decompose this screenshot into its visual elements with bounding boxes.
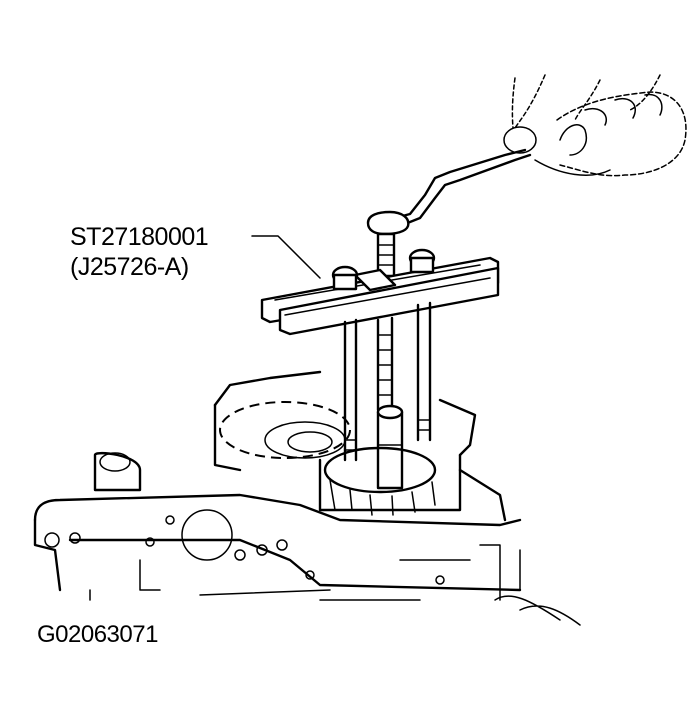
transmission-case-drawing — [33, 370, 581, 626]
hand-drawing — [503, 74, 687, 177]
gear-drawing — [318, 446, 462, 516]
figure-id-label: G02063071 — [37, 621, 158, 648]
alt-tool-number-label: (J25726-A) — [70, 253, 189, 281]
puller-legs-drawing — [343, 301, 432, 490]
wrench-drawing — [366, 148, 532, 278]
puller-crossbar-drawing — [260, 248, 500, 336]
callout-leader-line — [251, 235, 321, 279]
tool-number-label: ST27180001 — [70, 223, 209, 251]
